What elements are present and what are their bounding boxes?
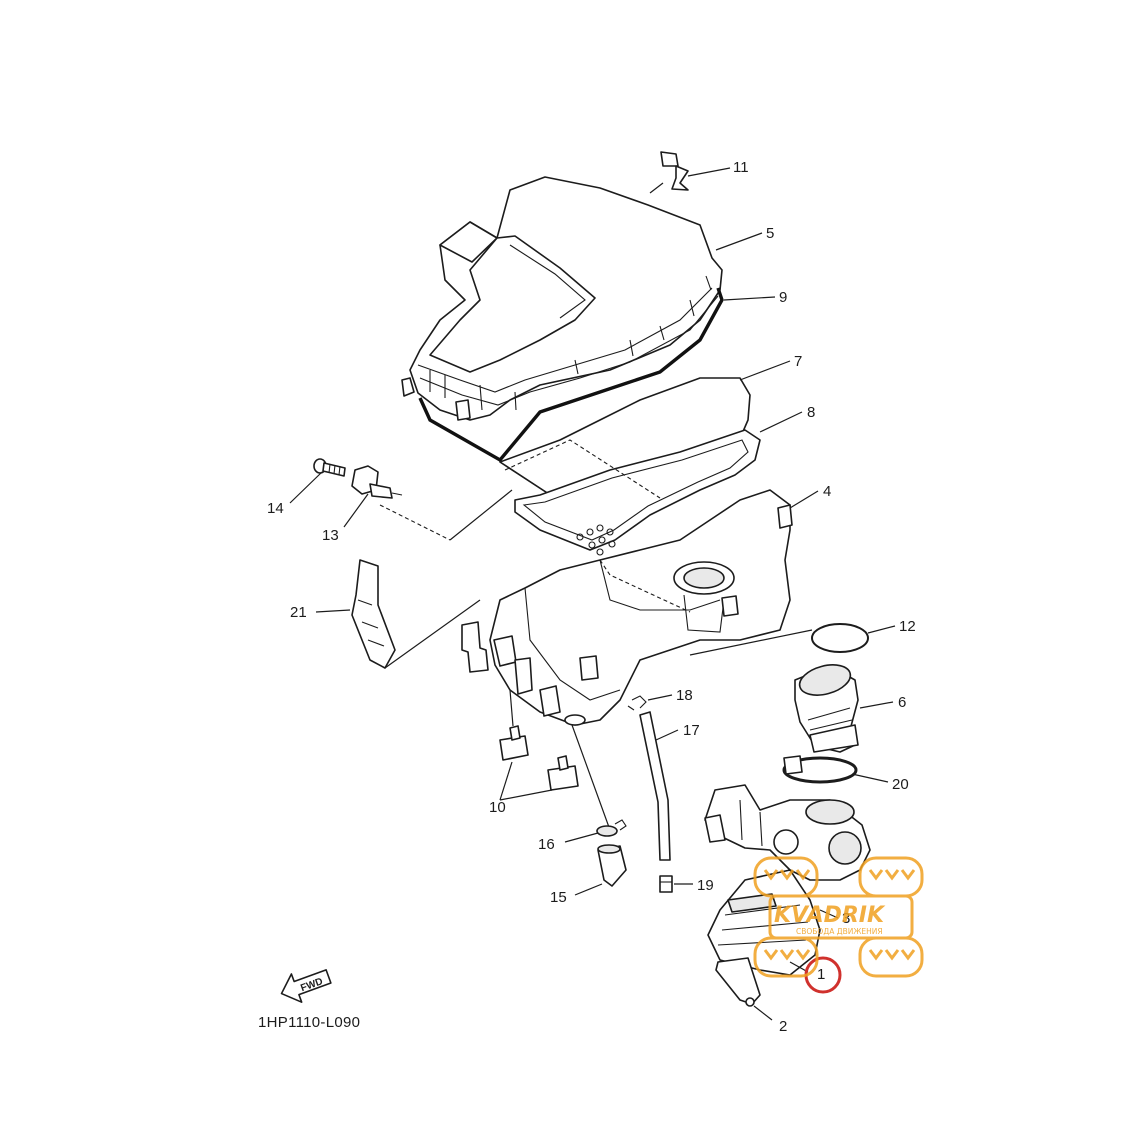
callout-16: 16	[538, 836, 555, 853]
callout-11: 11	[733, 159, 749, 176]
part-8-filter-frame	[504, 429, 761, 556]
callout-19: 19	[697, 877, 714, 894]
filter-frame-holes	[576, 524, 616, 556]
part-13-fitting	[351, 465, 513, 541]
callout-2: 2	[779, 1018, 787, 1035]
callout-10: 10	[489, 799, 506, 816]
part-14-screw	[313, 458, 346, 477]
part-4-airbox-case	[461, 489, 793, 726]
callout-12: 12	[899, 618, 916, 635]
callout-6: 6	[898, 694, 906, 711]
fwd-arrow-icon: FWD	[280, 969, 332, 1003]
part-10-damper-a	[499, 725, 529, 761]
callout-labels: 11 5 9 7 8 4 14 13 21 12 6 18 17 20 10 1…	[267, 159, 916, 1035]
part-6-intake-joint	[794, 664, 859, 753]
part-21-bracket	[351, 559, 481, 669]
callout-15: 15	[550, 889, 567, 906]
leader-lines	[289, 167, 896, 1021]
part-2-clamp	[715, 957, 761, 1007]
callout-4: 4	[823, 483, 831, 500]
part-10-damper-b	[547, 755, 579, 791]
callout-8: 8	[807, 404, 815, 421]
part-11-sticker	[649, 151, 689, 194]
watermark-brand: KVADRIK	[774, 903, 886, 928]
throttle-body	[704, 784, 871, 881]
part-16-washer	[596, 819, 627, 837]
watermark-logo: KVADRIK СВОБОДА ДВИЖЕНИЯ	[753, 856, 924, 978]
callout-17: 17	[683, 722, 700, 739]
callout-3: 3	[842, 910, 850, 927]
callout-20: 20	[892, 776, 909, 793]
callout-14: 14	[267, 500, 284, 517]
diagram-code: 1HP1110-L090	[258, 1014, 361, 1031]
part-15-sleeve	[597, 844, 627, 887]
part-18-clip	[627, 695, 647, 711]
callout-21: 21	[290, 604, 307, 621]
part-5-airbox-cover	[401, 176, 723, 421]
callout-9: 9	[779, 289, 787, 306]
part-19-screw	[659, 875, 673, 893]
part-12-o-ring	[689, 623, 869, 656]
callout-7: 7	[794, 353, 802, 370]
callout-13: 13	[322, 527, 339, 544]
callout-18: 18	[676, 687, 693, 704]
callout-5: 5	[766, 225, 774, 242]
watermark-tagline: СВОБОДА ДВИЖЕНИЯ	[796, 927, 883, 936]
part-20-clamp	[782, 755, 858, 784]
part-17-hose	[639, 711, 671, 861]
callout-1: 1	[817, 966, 825, 983]
part-9-gasket	[418, 287, 724, 463]
